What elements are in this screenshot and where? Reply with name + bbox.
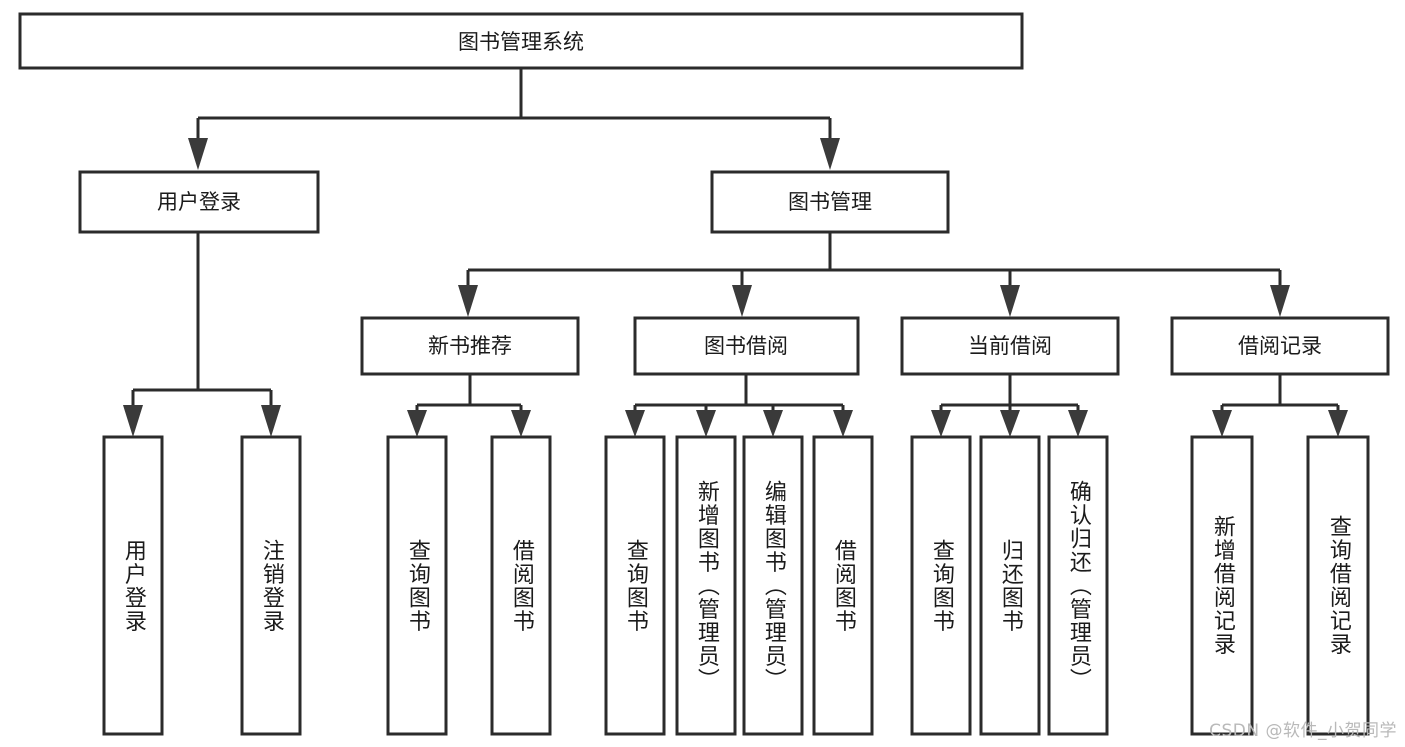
node-borrow-record[interactable]: 借阅记录	[1170, 316, 1390, 376]
node-leaf-user-login-box[interactable]	[102, 435, 164, 736]
arrow-icon-leaf-query-record	[1328, 410, 1348, 437]
arrow-icon-user-login	[188, 138, 208, 170]
node-leaf-borrow-book-2-box[interactable]	[812, 435, 874, 736]
arrow-icon-leaf-add-book	[696, 410, 716, 437]
node-leaf-add-record-box[interactable]	[1190, 435, 1254, 736]
arrow-icon-leaf-confirm-return	[1068, 410, 1088, 437]
node-leaf-add-book-box[interactable]	[675, 435, 737, 736]
arrow-icon-leaf-add-record	[1212, 410, 1232, 437]
arrow-icon-leaf-edit-book	[763, 410, 783, 437]
node-new-book-recommend-label: 新书推荐	[428, 334, 512, 358]
node-book-borrow-box[interactable]	[633, 316, 860, 376]
arrow-icon-new-book-recommend	[458, 285, 478, 317]
arrow-icon-leaf-return-book	[1000, 410, 1020, 437]
node-root-label: 图书管理系统	[458, 30, 584, 54]
node-new-book-recommend-box[interactable]	[360, 316, 580, 376]
node-leaf-edit-book-box[interactable]	[742, 435, 804, 736]
arrow-icon-leaf-query-book-3	[931, 410, 951, 437]
node-book-manage-box[interactable]	[710, 170, 950, 234]
node-new-book-recommend[interactable]: 新书推荐	[360, 316, 580, 376]
node-leaf-query-book-3-box[interactable]	[910, 435, 972, 736]
connector-layer	[123, 68, 1348, 437]
node-user-login-label: 用户登录	[157, 190, 241, 214]
arrow-icon-leaf-borrow-book-2	[833, 410, 853, 437]
watermark-text: CSDN @软件_小贺同学	[1209, 721, 1397, 741]
node-borrow-record-box[interactable]	[1170, 316, 1390, 376]
node-current-borrow-box[interactable]	[900, 316, 1120, 376]
node-borrow-record-label: 借阅记录	[1238, 334, 1322, 358]
arrow-icon-leaf-user-logout	[261, 405, 281, 437]
node-leaf-query-record-box[interactable]	[1306, 435, 1370, 736]
node-leaf-borrow-book-1-box[interactable]	[490, 435, 552, 736]
node-leaf-query-book-2-box[interactable]	[604, 435, 666, 736]
arrow-icon-leaf-query-book-1	[407, 410, 427, 437]
node-leaf-user-logout-box[interactable]	[240, 435, 302, 736]
node-book-manage-label: 图书管理	[788, 190, 872, 214]
arrow-icon-leaf-user-login	[123, 405, 143, 437]
node-root[interactable]: 图书管理系统	[18, 12, 1024, 70]
arrow-icon-borrow-record	[1270, 285, 1290, 317]
node-leaf-return-book-box[interactable]	[979, 435, 1041, 736]
node-book-borrow-label: 图书借阅	[704, 334, 788, 358]
node-book-borrow[interactable]: 图书借阅	[633, 316, 860, 376]
node-leaf-confirm-return-box[interactable]	[1047, 435, 1109, 736]
node-book-manage[interactable]: 图书管理	[710, 170, 950, 234]
node-current-borrow[interactable]: 当前借阅	[900, 316, 1120, 376]
arrow-icon-leaf-borrow-book-1	[511, 410, 531, 437]
arrow-icon-current-borrow	[1000, 285, 1020, 317]
leaf-box-layer	[102, 435, 1370, 736]
node-user-login-box[interactable]	[78, 170, 320, 234]
node-leaf-query-book-1-box[interactable]	[386, 435, 448, 736]
arrow-icon-leaf-query-book-2	[625, 410, 645, 437]
arrow-icon-book-borrow	[732, 285, 752, 317]
arrow-icon-book-manage	[820, 138, 840, 170]
node-current-borrow-label: 当前借阅	[968, 334, 1052, 358]
node-root-box[interactable]	[18, 12, 1024, 70]
node-user-login[interactable]: 用户登录	[78, 170, 320, 234]
